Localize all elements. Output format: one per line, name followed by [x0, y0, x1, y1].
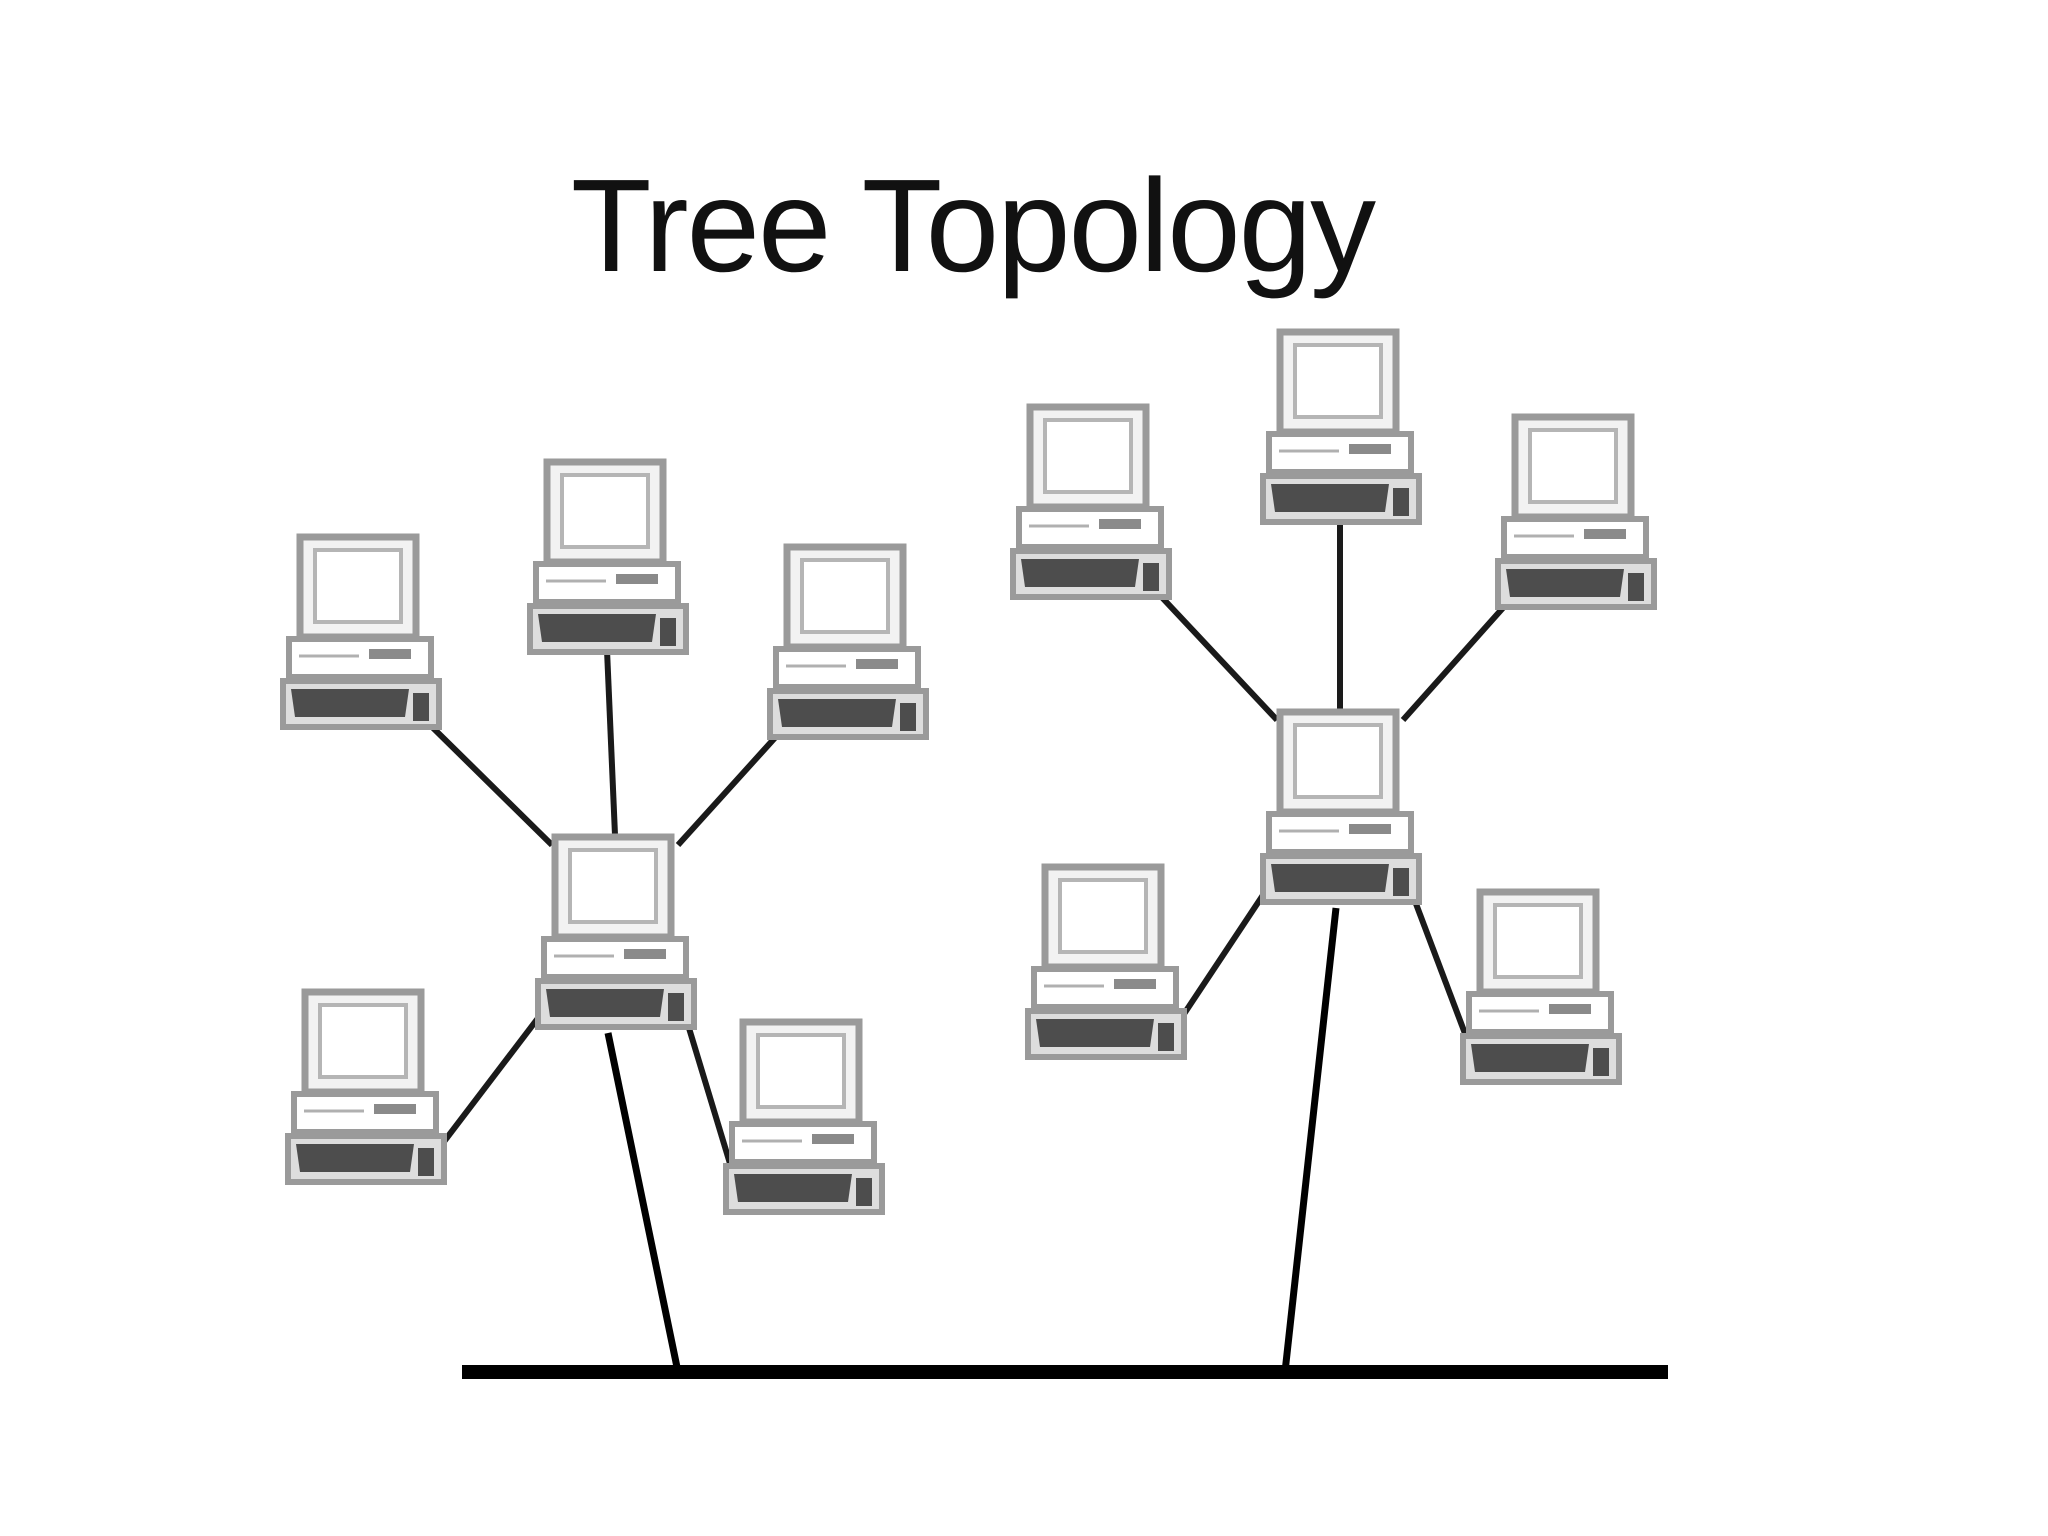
link-pc-right-3-to-hub-right: [1400, 598, 1513, 722]
link-pc-left-5-to-hub-left: [679, 1004, 741, 1191]
right-star-links: [1152, 520, 1513, 1062]
backbone-layer: [462, 907, 1668, 1379]
link-pc-left-1-to-hub-left: [422, 717, 555, 848]
drop-hub-right-to-backbone: [1281, 907, 1340, 1373]
link-pc-right-5-to-hub-right: [1404, 878, 1478, 1062]
desktop-computer-icon: [1010, 403, 1172, 600]
hub-computer-icon: [535, 833, 697, 1030]
pc-right-2: [1260, 328, 1422, 525]
desktop-computer-icon: [280, 533, 442, 730]
drop-hub-left-to-backbone: [604, 1032, 682, 1373]
desktop-computer-icon: [527, 458, 689, 655]
right-star: [1010, 328, 1657, 1085]
hub-right: [1260, 708, 1422, 905]
link-pc-right-1-to-hub-right: [1152, 587, 1280, 723]
desktop-computer-icon: [723, 1018, 885, 1215]
pc-left-1: [280, 533, 442, 730]
diagram-title: Tree Topology: [570, 152, 1376, 299]
nodes-layer: [280, 328, 1657, 1215]
pc-left-3: [767, 543, 929, 740]
hub-left: [535, 833, 697, 1030]
pc-left-5: [723, 1018, 885, 1215]
pc-right-3: [1495, 413, 1657, 610]
desktop-computer-icon: [1495, 413, 1657, 610]
links-layer: [422, 520, 1513, 1191]
pc-left-2: [527, 458, 689, 655]
link-pc-left-4-to-hub-left: [427, 1003, 551, 1162]
pc-right-1: [1010, 403, 1172, 600]
pc-left-4: [285, 988, 447, 1185]
link-pc-right-4-to-hub-right: [1167, 878, 1276, 1037]
desktop-computer-icon: [285, 988, 447, 1185]
link-pc-left-3-to-hub-left: [675, 727, 785, 848]
pc-right-5: [1460, 888, 1622, 1085]
link-pc-left-2-to-hub-left: [604, 649, 618, 836]
desktop-computer-icon: [1460, 888, 1622, 1085]
desktop-computer-icon: [1025, 863, 1187, 1060]
desktop-computer-icon: [1260, 328, 1422, 525]
hub-computer-icon: [1260, 708, 1422, 905]
desktop-computer-icon: [767, 543, 929, 740]
left-star-links: [422, 649, 785, 1191]
left-star: [280, 458, 929, 1215]
pc-right-4: [1025, 863, 1187, 1060]
